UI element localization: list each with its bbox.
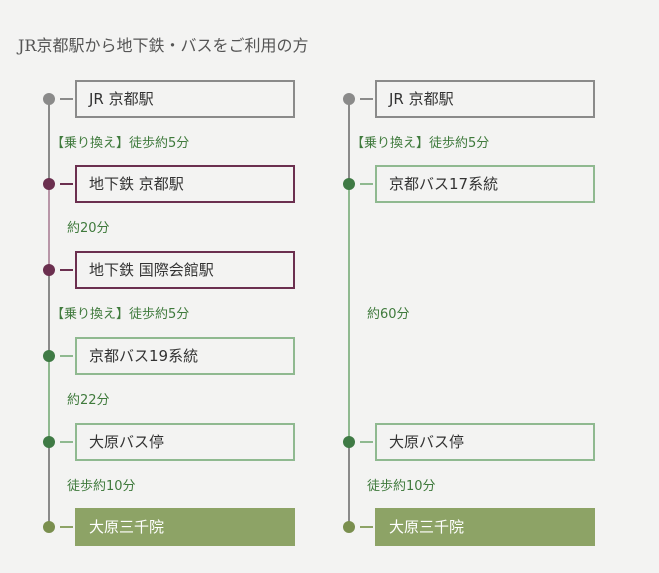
connector-tick bbox=[60, 526, 73, 528]
route-line-segment bbox=[348, 184, 350, 442]
station-dot-icon bbox=[43, 178, 55, 190]
connector-tick bbox=[60, 98, 73, 100]
leg-duration-label: 徒歩約10分 bbox=[367, 478, 436, 494]
leg-duration-label: 約60分 bbox=[367, 307, 410, 322]
station-dot-icon bbox=[343, 436, 355, 448]
connector-tick bbox=[60, 183, 73, 185]
station-box[interactable]: JR 京都駅 bbox=[75, 80, 295, 118]
connector-tick bbox=[360, 441, 373, 443]
station-dot-icon bbox=[43, 436, 55, 448]
station-dot-icon bbox=[43, 264, 55, 276]
route-line-segment bbox=[48, 184, 50, 270]
connector-tick bbox=[360, 526, 373, 528]
connector-tick bbox=[360, 98, 373, 100]
route-line-segment bbox=[348, 442, 350, 527]
station-dot-icon bbox=[343, 521, 355, 533]
station-box[interactable]: 京都バス17系統 bbox=[375, 165, 595, 203]
page-title: JR京都駅から地下鉄・バスをご利用の方 bbox=[18, 36, 309, 55]
connector-tick bbox=[60, 269, 73, 271]
leg-duration-label: 約22分 bbox=[67, 393, 110, 408]
station-dot-icon bbox=[43, 521, 55, 533]
station-box[interactable]: JR 京都駅 bbox=[375, 80, 595, 118]
station-dot-icon bbox=[43, 93, 55, 105]
leg-duration-label: 約20分 bbox=[67, 221, 110, 236]
leg-duration-label: 【乗り換え】徒歩約5分 bbox=[351, 135, 490, 151]
leg-duration-label: 【乗り換え】徒歩約5分 bbox=[51, 307, 190, 322]
station-box[interactable]: 地下鉄 国際会館駅 bbox=[75, 251, 295, 289]
station-box[interactable]: 京都バス19系統 bbox=[75, 337, 295, 375]
leg-duration-label: 【乗り換え】徒歩約5分 bbox=[51, 135, 190, 151]
connector-tick bbox=[60, 355, 73, 357]
station-box[interactable]: 大原バス停 bbox=[375, 423, 595, 461]
station-dot-icon bbox=[343, 178, 355, 190]
route-line-segment bbox=[48, 356, 50, 442]
route-line-segment bbox=[348, 99, 350, 184]
station-box[interactable]: 地下鉄 京都駅 bbox=[75, 165, 295, 203]
station-box[interactable]: 大原バス停 bbox=[75, 423, 295, 461]
connector-tick bbox=[60, 441, 73, 443]
route-line-segment bbox=[48, 99, 50, 184]
station-dot-icon bbox=[343, 93, 355, 105]
station-box[interactable]: 大原三千院 bbox=[75, 508, 295, 546]
station-box[interactable]: 大原三千院 bbox=[375, 508, 595, 546]
route-line-segment bbox=[48, 442, 50, 527]
connector-tick bbox=[360, 183, 373, 185]
station-dot-icon bbox=[43, 350, 55, 362]
leg-duration-label: 徒歩約10分 bbox=[67, 478, 136, 494]
route-line-segment bbox=[48, 270, 50, 356]
